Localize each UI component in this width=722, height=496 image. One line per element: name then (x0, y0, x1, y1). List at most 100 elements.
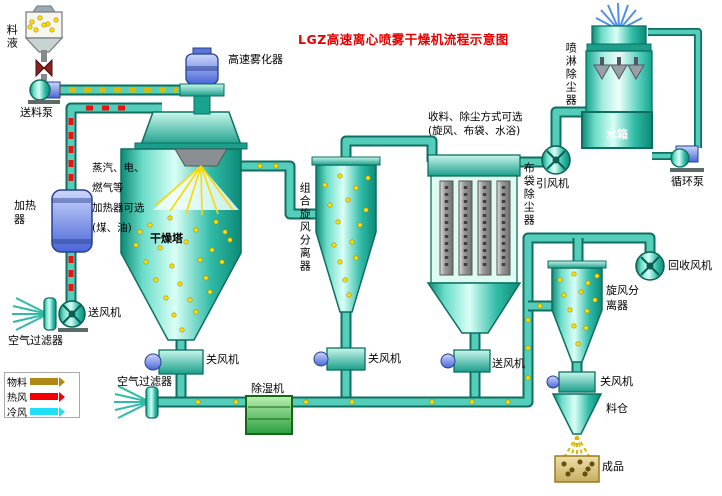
material-dot (233, 399, 239, 405)
material-dot (195, 399, 201, 405)
material-dot (346, 292, 352, 298)
material-dot (143, 259, 149, 265)
material-dot (342, 277, 348, 283)
material-dot (157, 245, 163, 251)
label-dehumidifier: 除湿机 (251, 382, 284, 395)
material-dot (353, 185, 359, 191)
material-dot (331, 242, 337, 248)
label-combined-cyclone: 组合旋风分离器 (298, 182, 312, 273)
label-water-tank: 水箱 (606, 128, 628, 141)
induced-draft-fan-icon (541, 145, 571, 175)
material-dot (167, 215, 173, 221)
feed-hopper (24, 5, 64, 82)
legend-swatch-material (30, 378, 58, 385)
spray-scrubber-vessel (581, 2, 653, 149)
material-dot (133, 242, 139, 248)
material-dot (505, 399, 511, 405)
label-rotary-valve-cyclone: 关风机 (368, 352, 401, 365)
scrubber-nozzles-icon (593, 57, 645, 81)
material-dot (349, 239, 355, 245)
filter-bags-icon (439, 180, 511, 276)
material-dot (349, 399, 355, 405)
label-supply-fan-2: 送风机 (492, 357, 525, 370)
label-cyclone-separator: 旋风分离器 (606, 284, 639, 312)
material-dot (575, 341, 581, 347)
material-dot (37, 15, 43, 21)
circulation-pump-icon (670, 145, 704, 172)
material-dot (257, 163, 263, 169)
legend-row-material: 物料 (7, 374, 77, 389)
label-rotary-valve-product: 关风机 (600, 375, 633, 388)
material-dot (179, 327, 185, 333)
material-dot (565, 471, 571, 477)
material-dot (203, 275, 209, 281)
material-dot (187, 297, 193, 303)
baghouse-vessel (426, 154, 522, 334)
atomizer-spray-icon (154, 165, 234, 216)
rotary-valve-product-icon (546, 371, 596, 393)
heater-icon (51, 189, 93, 253)
air-filter-2-icon (114, 385, 159, 419)
rotary-valve-tower-icon (144, 349, 204, 375)
material-dot (525, 375, 531, 381)
material-dot (585, 280, 591, 286)
material-dot (219, 259, 225, 265)
label-baghouse-note: 收料、除尘方式可选 (旋风、布袋、水浴) (428, 111, 523, 137)
label-air-filter-1: 空气过滤器 (8, 334, 63, 347)
material-dot (171, 312, 177, 318)
material-dot (594, 273, 600, 279)
material-dot (207, 289, 213, 295)
rotary-valve-cyclone-icon (313, 347, 366, 371)
material-dot (567, 307, 573, 313)
label-rotary-valve-tower: 关风机 (206, 353, 239, 366)
material-dot (335, 219, 341, 225)
label-feed-liquid: 料液 (5, 24, 19, 50)
cyclone-separator-vessel (547, 260, 607, 363)
material-dot (525, 345, 531, 351)
legend-label-material: 物料 (7, 378, 27, 389)
material-dot (163, 295, 169, 301)
material-dot (153, 277, 159, 283)
material-dot (169, 263, 175, 269)
material-dot (45, 21, 51, 27)
material-dot (27, 24, 33, 30)
legend: 物料 热风 冷风 (4, 372, 80, 419)
material-dot (209, 247, 215, 253)
feed-pump-icon (28, 79, 61, 104)
material-dot (337, 259, 343, 265)
feed-valve-icon (35, 58, 45, 78)
material-dot (197, 257, 203, 263)
legend-row-cold-air: 冷风 (7, 404, 77, 419)
material-dot (363, 207, 369, 213)
legend-arrow-material-icon (59, 376, 65, 387)
atomizer-icon (179, 47, 225, 115)
material-dot (589, 461, 595, 467)
product-falling-stream-icon (564, 435, 590, 459)
material-dot (365, 175, 371, 181)
legend-swatch-cold-air (30, 408, 58, 415)
material-dot (322, 182, 328, 188)
label-heater: 加热器 (14, 199, 36, 226)
material-dot (227, 237, 233, 243)
air-disperser-icon (174, 148, 228, 167)
material-dot (557, 277, 563, 283)
material-dot (337, 173, 343, 179)
material-dot (193, 227, 199, 233)
label-drying-tower: 干燥塔 (150, 232, 183, 245)
material-dot (53, 17, 59, 23)
label-air-filter-2: 空气过滤器 (117, 375, 172, 388)
material-dot (583, 325, 589, 331)
label-finished-product: 成品 (602, 460, 624, 473)
material-dot (571, 323, 577, 329)
label-induced-draft-fan: 引风机 (536, 177, 569, 190)
label-atomizer: 高速雾化器 (228, 53, 283, 66)
label-circulation-pump: 循环泵 (671, 175, 704, 188)
material-dot (49, 27, 55, 33)
material-dot (33, 27, 39, 33)
material-dot (577, 459, 583, 465)
material-dot (303, 399, 309, 405)
label-spray-scrubber: 喷淋除尘器 (564, 42, 578, 107)
material-dot (561, 292, 567, 298)
